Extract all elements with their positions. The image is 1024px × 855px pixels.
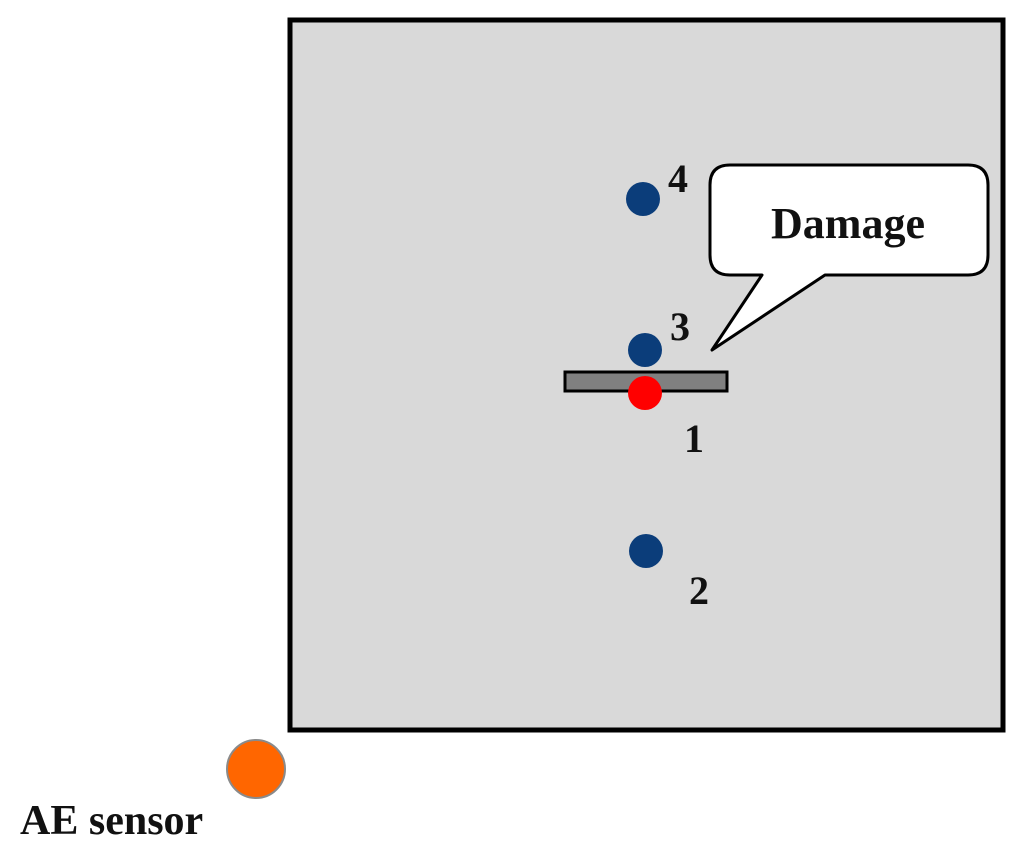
point-1-marker — [628, 376, 662, 410]
point-4-marker — [626, 182, 660, 216]
point-4-label: 4 — [668, 156, 688, 201]
point-2-marker — [629, 534, 663, 568]
point-3-marker — [628, 333, 662, 367]
ae-sensor-label: AE sensor — [20, 798, 203, 844]
point-2-label: 2 — [689, 568, 709, 613]
damage-label: Damage — [771, 199, 925, 248]
ae-sensor-marker — [226, 739, 286, 799]
damage-callout — [708, 163, 990, 352]
point-1-label: 1 — [684, 416, 704, 461]
point-3-label: 3 — [670, 304, 690, 349]
